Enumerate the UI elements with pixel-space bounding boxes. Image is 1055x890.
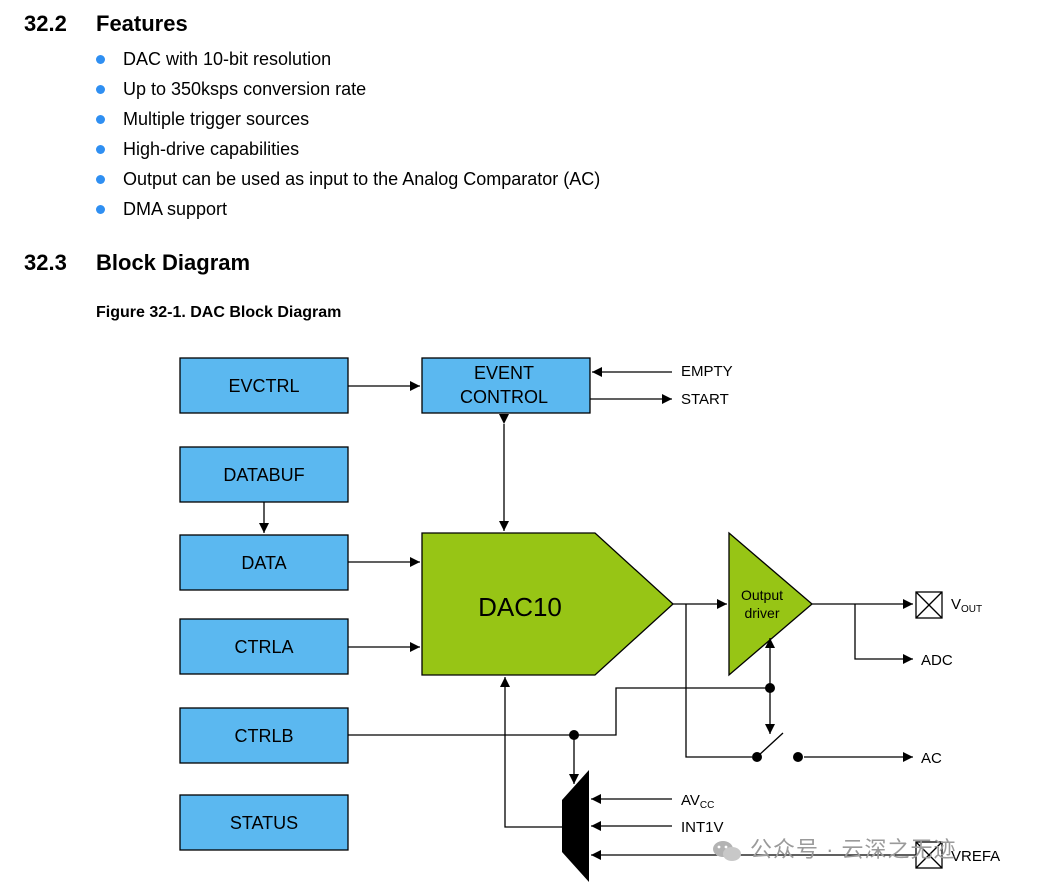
watermark: 公众号 · 云深之无迹	[712, 832, 957, 864]
features-heading: 32.2 Features	[24, 11, 188, 37]
ac-label: AC	[921, 750, 942, 767]
databuf-label: DATABUF	[223, 465, 304, 485]
avcc-label: AVCC	[681, 792, 714, 811]
bullet-icon	[96, 55, 105, 64]
bullet-icon	[96, 115, 105, 124]
vout-pad-icon	[915, 591, 943, 619]
dac10-label: DAC10	[478, 592, 562, 622]
bullet-icon	[96, 175, 105, 184]
ctrla-block: CTRLA	[179, 618, 349, 675]
empty-label: EMPTY	[681, 363, 733, 380]
event-control-block: EVENT CONTROL	[421, 357, 591, 414]
data-label: DATA	[241, 553, 286, 573]
feature-text: Multiple trigger sources	[123, 109, 310, 129]
block-diagram-heading: 32.3 Block Diagram	[24, 250, 250, 276]
output-driver-line1: Output	[741, 587, 783, 603]
adc-label: ADC	[921, 652, 953, 669]
list-item: Output can be used as input to the Analo…	[96, 164, 600, 194]
evctrl-block: EVCTRL	[179, 357, 349, 414]
figure-caption: Figure 32-1. DAC Block Diagram	[96, 304, 342, 321]
block-section-number: 32.3	[24, 250, 67, 275]
switch-contact	[793, 752, 803, 762]
data-block: DATA	[179, 534, 349, 591]
event-control-line1: EVENT	[474, 363, 534, 383]
output-driver-block: Output driver	[728, 531, 813, 677]
vout-label: VOUT	[951, 596, 982, 615]
switch-contact	[752, 752, 762, 762]
bullet-icon	[96, 145, 105, 154]
databuf-block: DATABUF	[179, 446, 349, 503]
list-item: DAC with 10-bit resolution	[96, 44, 600, 74]
dac10-block: DAC10	[421, 532, 674, 676]
feature-text: DAC with 10-bit resolution	[123, 49, 332, 69]
bullet-icon	[96, 205, 105, 214]
status-label: STATUS	[230, 813, 298, 833]
status-block: STATUS	[179, 794, 349, 851]
wechat-icon	[713, 841, 741, 862]
list-item: DMA support	[96, 194, 600, 224]
vrefa-label: VREFA	[951, 848, 1000, 865]
list-item: Up to 350ksps conversion rate	[96, 74, 600, 104]
features-list: DAC with 10-bit resolution Up to 350ksps…	[96, 44, 600, 224]
event-control-line2: CONTROL	[460, 387, 548, 407]
features-section-number: 32.2	[24, 11, 67, 36]
list-item: High-drive capabilities	[96, 134, 600, 164]
ctrla-label: CTRLA	[234, 637, 293, 657]
bullet-icon	[96, 85, 105, 94]
features-section-title: Features	[96, 11, 188, 36]
connection-wires	[259, 367, 916, 860]
vrefa-pad-icon	[915, 841, 943, 869]
reference-mux	[562, 770, 589, 882]
block-section-title: Block Diagram	[96, 250, 251, 275]
junction-dot	[765, 683, 775, 693]
feature-text: Output can be used as input to the Analo…	[123, 169, 601, 189]
ctrlb-label: CTRLB	[234, 726, 293, 746]
junction-dot	[569, 730, 579, 740]
feature-text: DMA support	[123, 199, 228, 219]
watermark-text: 公众号 · 云深之无迹	[750, 837, 957, 862]
list-item: Multiple trigger sources	[96, 104, 600, 134]
ctrlb-block: CTRLB	[179, 707, 349, 764]
output-driver-line2: driver	[744, 605, 779, 621]
feature-text: High-drive capabilities	[123, 139, 300, 159]
evctrl-label: EVCTRL	[228, 376, 299, 396]
feature-text: Up to 350ksps conversion rate	[123, 79, 367, 99]
int1v-label: INT1V	[681, 819, 724, 836]
start-label: START	[681, 391, 729, 408]
